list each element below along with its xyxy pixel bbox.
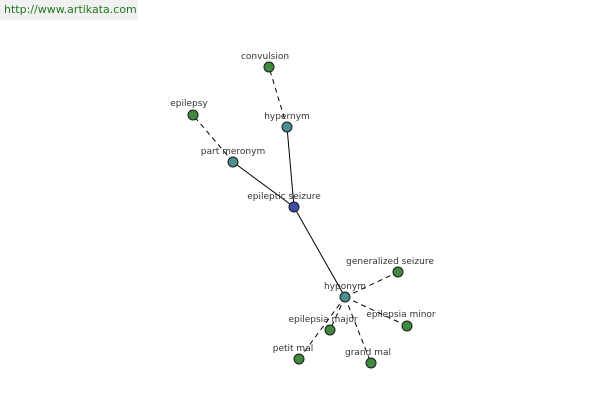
edge-part-meronym-to-epilepsy	[192, 114, 234, 163]
label-grand-mal: grand mal	[345, 348, 391, 358]
node-hyponym[interactable]	[339, 291, 351, 303]
label-epileptic-seizure: epileptic seizure	[247, 192, 321, 202]
node-convulsion[interactable]	[263, 61, 275, 73]
edge-epileptic-seizure-to-hyponym	[293, 206, 346, 298]
node-hypernym[interactable]	[281, 121, 293, 133]
edge-hyponym-to-epilepsia-minor	[344, 296, 408, 327]
label-hyponym: hyponym	[324, 282, 366, 292]
node-epileptic-seizure[interactable]	[288, 201, 300, 213]
labels-layer: epileptic seizure hypernym part meronym hyp…	[170, 52, 436, 358]
label-convulsion: convulsion	[241, 52, 289, 62]
label-epilepsia-minor: epilepsia minor	[366, 310, 436, 320]
label-generalized-seizure: generalized seizure	[346, 257, 434, 267]
edge-hyponym-to-petit-mal	[298, 296, 346, 360]
node-petit-mal[interactable]	[293, 353, 305, 365]
label-hypernym: hypernym	[264, 112, 310, 122]
nodes-layer	[187, 61, 413, 369]
label-part-meronym: part meronym	[201, 147, 265, 157]
edges-layer	[192, 66, 408, 364]
watermark-url: http://www.artikata.com	[0, 0, 138, 20]
label-petit-mal: petit mal	[273, 344, 313, 354]
edge-hyponym-to-generalized-seizure	[344, 271, 399, 298]
node-epilepsia-major[interactable]	[324, 324, 336, 336]
node-grand-mal[interactable]	[365, 357, 377, 369]
edge-epileptic-seizure-to-part-meronym	[232, 161, 295, 208]
edge-hypernym-to-convulsion	[268, 66, 288, 128]
edge-epileptic-seizure-to-hypernym	[286, 126, 295, 208]
node-epilepsy[interactable]	[187, 109, 199, 121]
label-epilepsia-major: epilepsia major	[288, 315, 357, 325]
edge-hyponym-to-grand-mal	[344, 296, 372, 364]
node-part-meronym[interactable]	[227, 156, 239, 168]
node-generalized-seizure[interactable]	[392, 266, 404, 278]
node-epilepsia-minor[interactable]	[401, 320, 413, 332]
edge-hyponym-to-epilepsia-major	[329, 296, 346, 331]
label-epilepsy: epilepsy	[170, 99, 208, 109]
